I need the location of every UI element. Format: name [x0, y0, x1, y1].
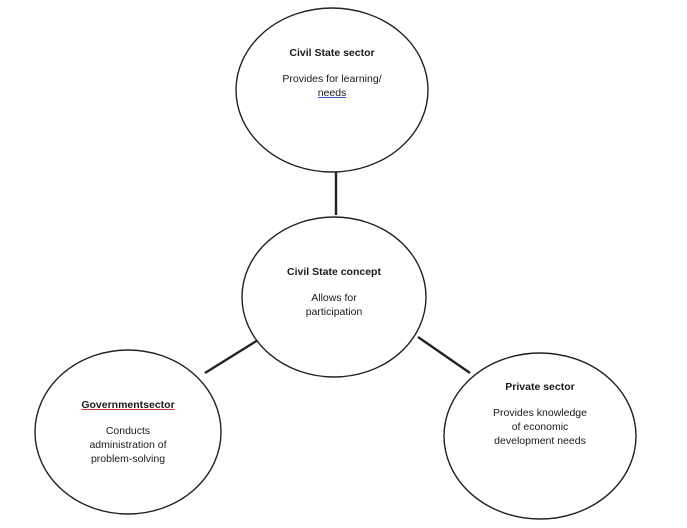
civil-state-sector-body-1: Provides for learning/ [282, 73, 382, 85]
node-private-sector [443, 352, 637, 520]
private-sector-body-3: development needs [494, 435, 586, 447]
civil-state-concept-text: Civil State concept Allows for participa… [254, 265, 414, 319]
government-sector-title: Governmentsector [81, 399, 175, 411]
node-civil-state-concept [241, 216, 427, 378]
government-sector-body-2: administration of [89, 439, 167, 451]
civil-state-concept-body-2: participation [305, 306, 363, 318]
private-sector-title: Private sector [505, 381, 575, 393]
civil-state-sector-title: Civil State sector [289, 47, 375, 59]
node-civil-state-sector [235, 7, 429, 173]
connector-left [204, 338, 259, 375]
government-sector-text: Governmentsector Conducts administration… [48, 398, 208, 466]
private-sector-text: Private sector Provides knowledge of eco… [460, 380, 620, 448]
private-sector-body-2: of economic [511, 421, 569, 433]
government-sector-body-1: Conducts [105, 425, 151, 437]
civil-state-concept-body-1: Allows for [311, 292, 357, 304]
government-sector-body-3: problem-solving [90, 453, 166, 465]
civil-state-sector-body-2: needs [317, 87, 347, 99]
connector-right [417, 336, 471, 374]
civil-state-concept-title: Civil State concept [287, 266, 381, 278]
civil-state-sector-text: Civil State sector Provides for learning… [252, 46, 412, 100]
node-government-sector [34, 349, 222, 515]
private-sector-body-1: Provides knowledge [493, 407, 587, 419]
